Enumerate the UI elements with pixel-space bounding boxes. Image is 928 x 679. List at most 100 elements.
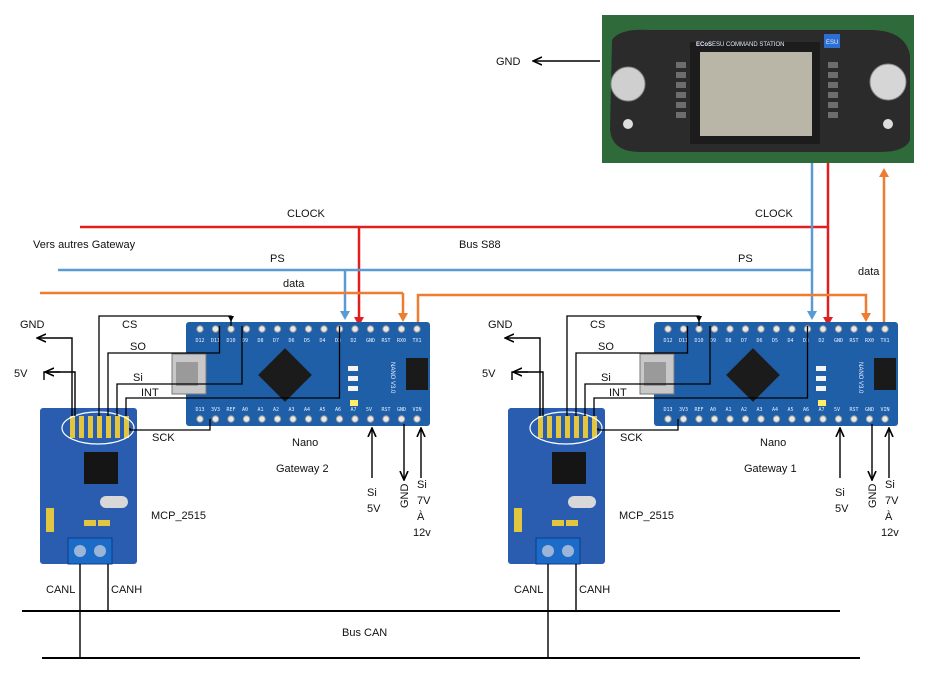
nano-board-text: NANO V3.0 bbox=[389, 362, 395, 394]
nano-pin-label: D11 bbox=[211, 338, 220, 344]
pwr-5v-label: Si bbox=[367, 487, 377, 499]
nano-pin-label: D4 bbox=[320, 338, 326, 344]
pwr-vin-label: 12v bbox=[413, 527, 431, 539]
mcp-header-pin bbox=[547, 416, 552, 438]
spi-label-si: Si bbox=[133, 372, 143, 384]
pwr-5v-label: 5V bbox=[835, 503, 849, 515]
nano-pin-a4 bbox=[304, 415, 313, 423]
command-station-photo: ESU ECoS ESU COMMAND STATION bbox=[602, 15, 914, 163]
nano-pin-gnd bbox=[366, 325, 375, 333]
station-brand: ECoS bbox=[696, 42, 712, 48]
gateway-label: Gateway 2 bbox=[276, 463, 329, 475]
mcp-header-pin bbox=[592, 416, 597, 438]
mcp-gnd-arrow bbox=[38, 338, 73, 416]
nano-pin-label: A3 bbox=[757, 407, 763, 413]
nano-pin-gnd bbox=[865, 415, 874, 423]
pwr-vin-label: 7V bbox=[417, 495, 431, 507]
nano-pin-d12 bbox=[664, 325, 672, 333]
clock-label-left: CLOCK bbox=[287, 208, 326, 220]
station-gnd-label: GND bbox=[496, 56, 521, 68]
ps-bus-line bbox=[58, 163, 814, 272]
mcp-header-pin bbox=[106, 416, 111, 438]
nano-pin-label: REF bbox=[227, 407, 236, 413]
nano-pin-d7 bbox=[741, 325, 750, 333]
nano-pin-label: 3V3 bbox=[211, 407, 220, 413]
nano-pin-d4 bbox=[788, 325, 796, 333]
nano-pin-label: D5 bbox=[772, 338, 778, 344]
nano-pin-label: 5V bbox=[366, 407, 372, 413]
nano-pin-label: A0 bbox=[242, 407, 248, 413]
nano-pin-label: A2 bbox=[741, 407, 747, 413]
nano-mcu-chip bbox=[258, 348, 312, 402]
mcp-gnd-arrow bbox=[506, 338, 541, 416]
pwr-vin-label: 7V bbox=[885, 495, 899, 507]
spi-label-sck: SCK bbox=[152, 432, 175, 444]
pwr-gnd-label: GND bbox=[399, 484, 411, 509]
clock-bus-line bbox=[80, 163, 830, 229]
nano-pin-gnd bbox=[397, 415, 406, 423]
nano-pin-label: D8 bbox=[726, 338, 732, 344]
nano-pin-5v bbox=[834, 415, 843, 423]
nano-pin-a1 bbox=[258, 415, 266, 423]
nano-pin-a5 bbox=[788, 415, 796, 423]
nano-pin-d2 bbox=[819, 325, 827, 333]
nano-pin-label: RST bbox=[382, 338, 391, 344]
nano-pin-label: D3 bbox=[803, 338, 809, 344]
nano-label: Nano bbox=[292, 437, 318, 449]
nano-pin-label: D2 bbox=[819, 338, 825, 344]
nano-pin-label: A7 bbox=[819, 407, 825, 413]
nano-pin-tx1 bbox=[881, 325, 889, 333]
nano-pin-d7 bbox=[273, 325, 282, 333]
station-screen bbox=[700, 52, 812, 136]
pwr-5v-label: Si bbox=[835, 487, 845, 499]
nano-pin-label: GND bbox=[865, 407, 874, 413]
nano-pin-d13 bbox=[196, 415, 204, 423]
nano-pin-label: GND bbox=[834, 338, 843, 344]
mcp-chip bbox=[84, 452, 118, 484]
nano-pin-d4 bbox=[320, 325, 328, 333]
mcp2515-module bbox=[40, 408, 137, 564]
nano-pin-a6 bbox=[335, 415, 344, 423]
nano-pin-a3 bbox=[757, 415, 765, 423]
data-label-left: data bbox=[283, 278, 305, 290]
nano-pin-label: 3V3 bbox=[679, 407, 688, 413]
clock-label-right: CLOCK bbox=[755, 208, 794, 220]
nano-pin-d10 bbox=[227, 325, 235, 333]
nano-pin-d6 bbox=[289, 325, 297, 333]
nano-pin-3v3 bbox=[211, 415, 220, 423]
mcp2515-module bbox=[508, 408, 605, 564]
nano-pin-label: GND bbox=[366, 338, 375, 344]
nano-pin-label: A6 bbox=[335, 407, 341, 413]
data-label-right: data bbox=[858, 266, 880, 278]
mcp-header-pin bbox=[556, 416, 561, 438]
nano-pin-a1 bbox=[726, 415, 734, 423]
mcp-header-highlight bbox=[529, 411, 603, 445]
canh-label: CANH bbox=[111, 584, 142, 596]
mcp-header-pin bbox=[538, 416, 543, 438]
mcp-header-pin bbox=[583, 416, 588, 438]
nano-pin-label: D5 bbox=[304, 338, 310, 344]
nano-pin-label: D10 bbox=[227, 338, 236, 344]
spi-si-wire bbox=[584, 326, 711, 416]
nano-pin-label: D9 bbox=[710, 338, 716, 344]
spi-label-so: SO bbox=[130, 341, 146, 353]
nano-pin-label: D9 bbox=[242, 338, 248, 344]
nano-pin-d11 bbox=[679, 325, 688, 333]
nano-pin-label: A0 bbox=[710, 407, 716, 413]
nano-pin-a7 bbox=[351, 415, 359, 423]
mcp-header-pin bbox=[124, 416, 129, 438]
nano-pin-a2 bbox=[741, 415, 750, 423]
canl-label: CANL bbox=[46, 584, 75, 596]
nano-pin-label: A6 bbox=[803, 407, 809, 413]
nano-pin-a3 bbox=[289, 415, 297, 423]
nano-pin-label: D6 bbox=[289, 338, 295, 344]
other-gateways-label: Vers autres Gateway bbox=[33, 239, 136, 251]
nano-pin-label: D4 bbox=[788, 338, 794, 344]
nano-pin-label: A5 bbox=[320, 407, 326, 413]
nano-pin-rst bbox=[850, 325, 858, 333]
mcp-header-pin bbox=[574, 416, 579, 438]
spi-si-wire bbox=[116, 326, 243, 416]
